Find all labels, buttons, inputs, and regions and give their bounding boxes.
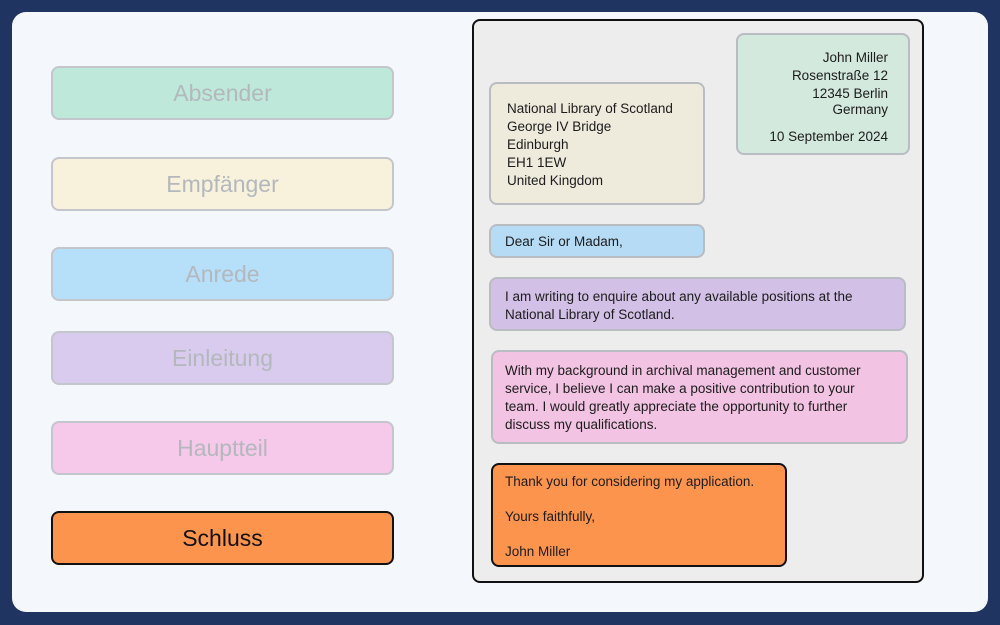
label-absender-text: Absender [173,79,272,106]
label-einleitung-text: Einleitung [171,344,274,371]
sender-street: Rosenstraße 12 [791,68,888,83]
recipient-line: George IV Bridge [507,119,612,134]
closing-signoff: Yours faithfully, [505,509,596,524]
label-anrede-button[interactable]: Anrede [51,247,394,301]
label-absender-button[interactable]: Absender [51,66,394,120]
label-empfaenger-button[interactable]: Empfänger [51,157,394,211]
label-hauptteil-button[interactable]: Hauptteil [51,421,394,475]
recipient-line: National Library of Scotland [507,101,673,116]
label-empfaenger-text: Empfänger [166,170,279,197]
salutation-block[interactable]: Dear Sir or Madam, [489,224,705,258]
sender-country: Germany [832,102,888,117]
salutation-text: Dear Sir or Madam, [505,234,623,249]
label-schluss-button[interactable]: Schluss [51,511,394,565]
intro-block[interactable]: I am writing to enquire about any availa… [489,277,906,331]
sender-city: 12345 Berlin [812,86,888,101]
sender-block[interactable]: John Miller Rosenstraße 12 12345 Berlin … [736,33,910,155]
closing-name: John Miller [505,544,571,559]
sender-name: John Miller [822,50,888,65]
recipient-block[interactable]: National Library of Scotland George IV B… [489,82,705,205]
label-anrede-text: Anrede [185,260,260,287]
recipient-line: EH1 1EW [507,155,567,170]
body-text: With my background in archival managemen… [505,363,861,432]
label-hauptteil-text: Hauptteil [177,434,268,461]
closing-thanks: Thank you for considering my application… [505,474,755,489]
body-block[interactable]: With my background in archival managemen… [491,350,908,444]
label-schluss-text: Schluss [182,524,263,551]
letter-panel: John Miller Rosenstraße 12 12345 Berlin … [472,19,924,583]
label-einleitung-button[interactable]: Einleitung [51,331,394,385]
recipient-line: Edinburgh [507,137,569,152]
recipient-line: United Kingdom [507,173,604,188]
sender-date: 10 September 2024 [769,129,888,144]
intro-text: I am writing to enquire about any availa… [505,289,853,322]
closing-block[interactable]: Thank you for considering my application… [491,463,787,567]
